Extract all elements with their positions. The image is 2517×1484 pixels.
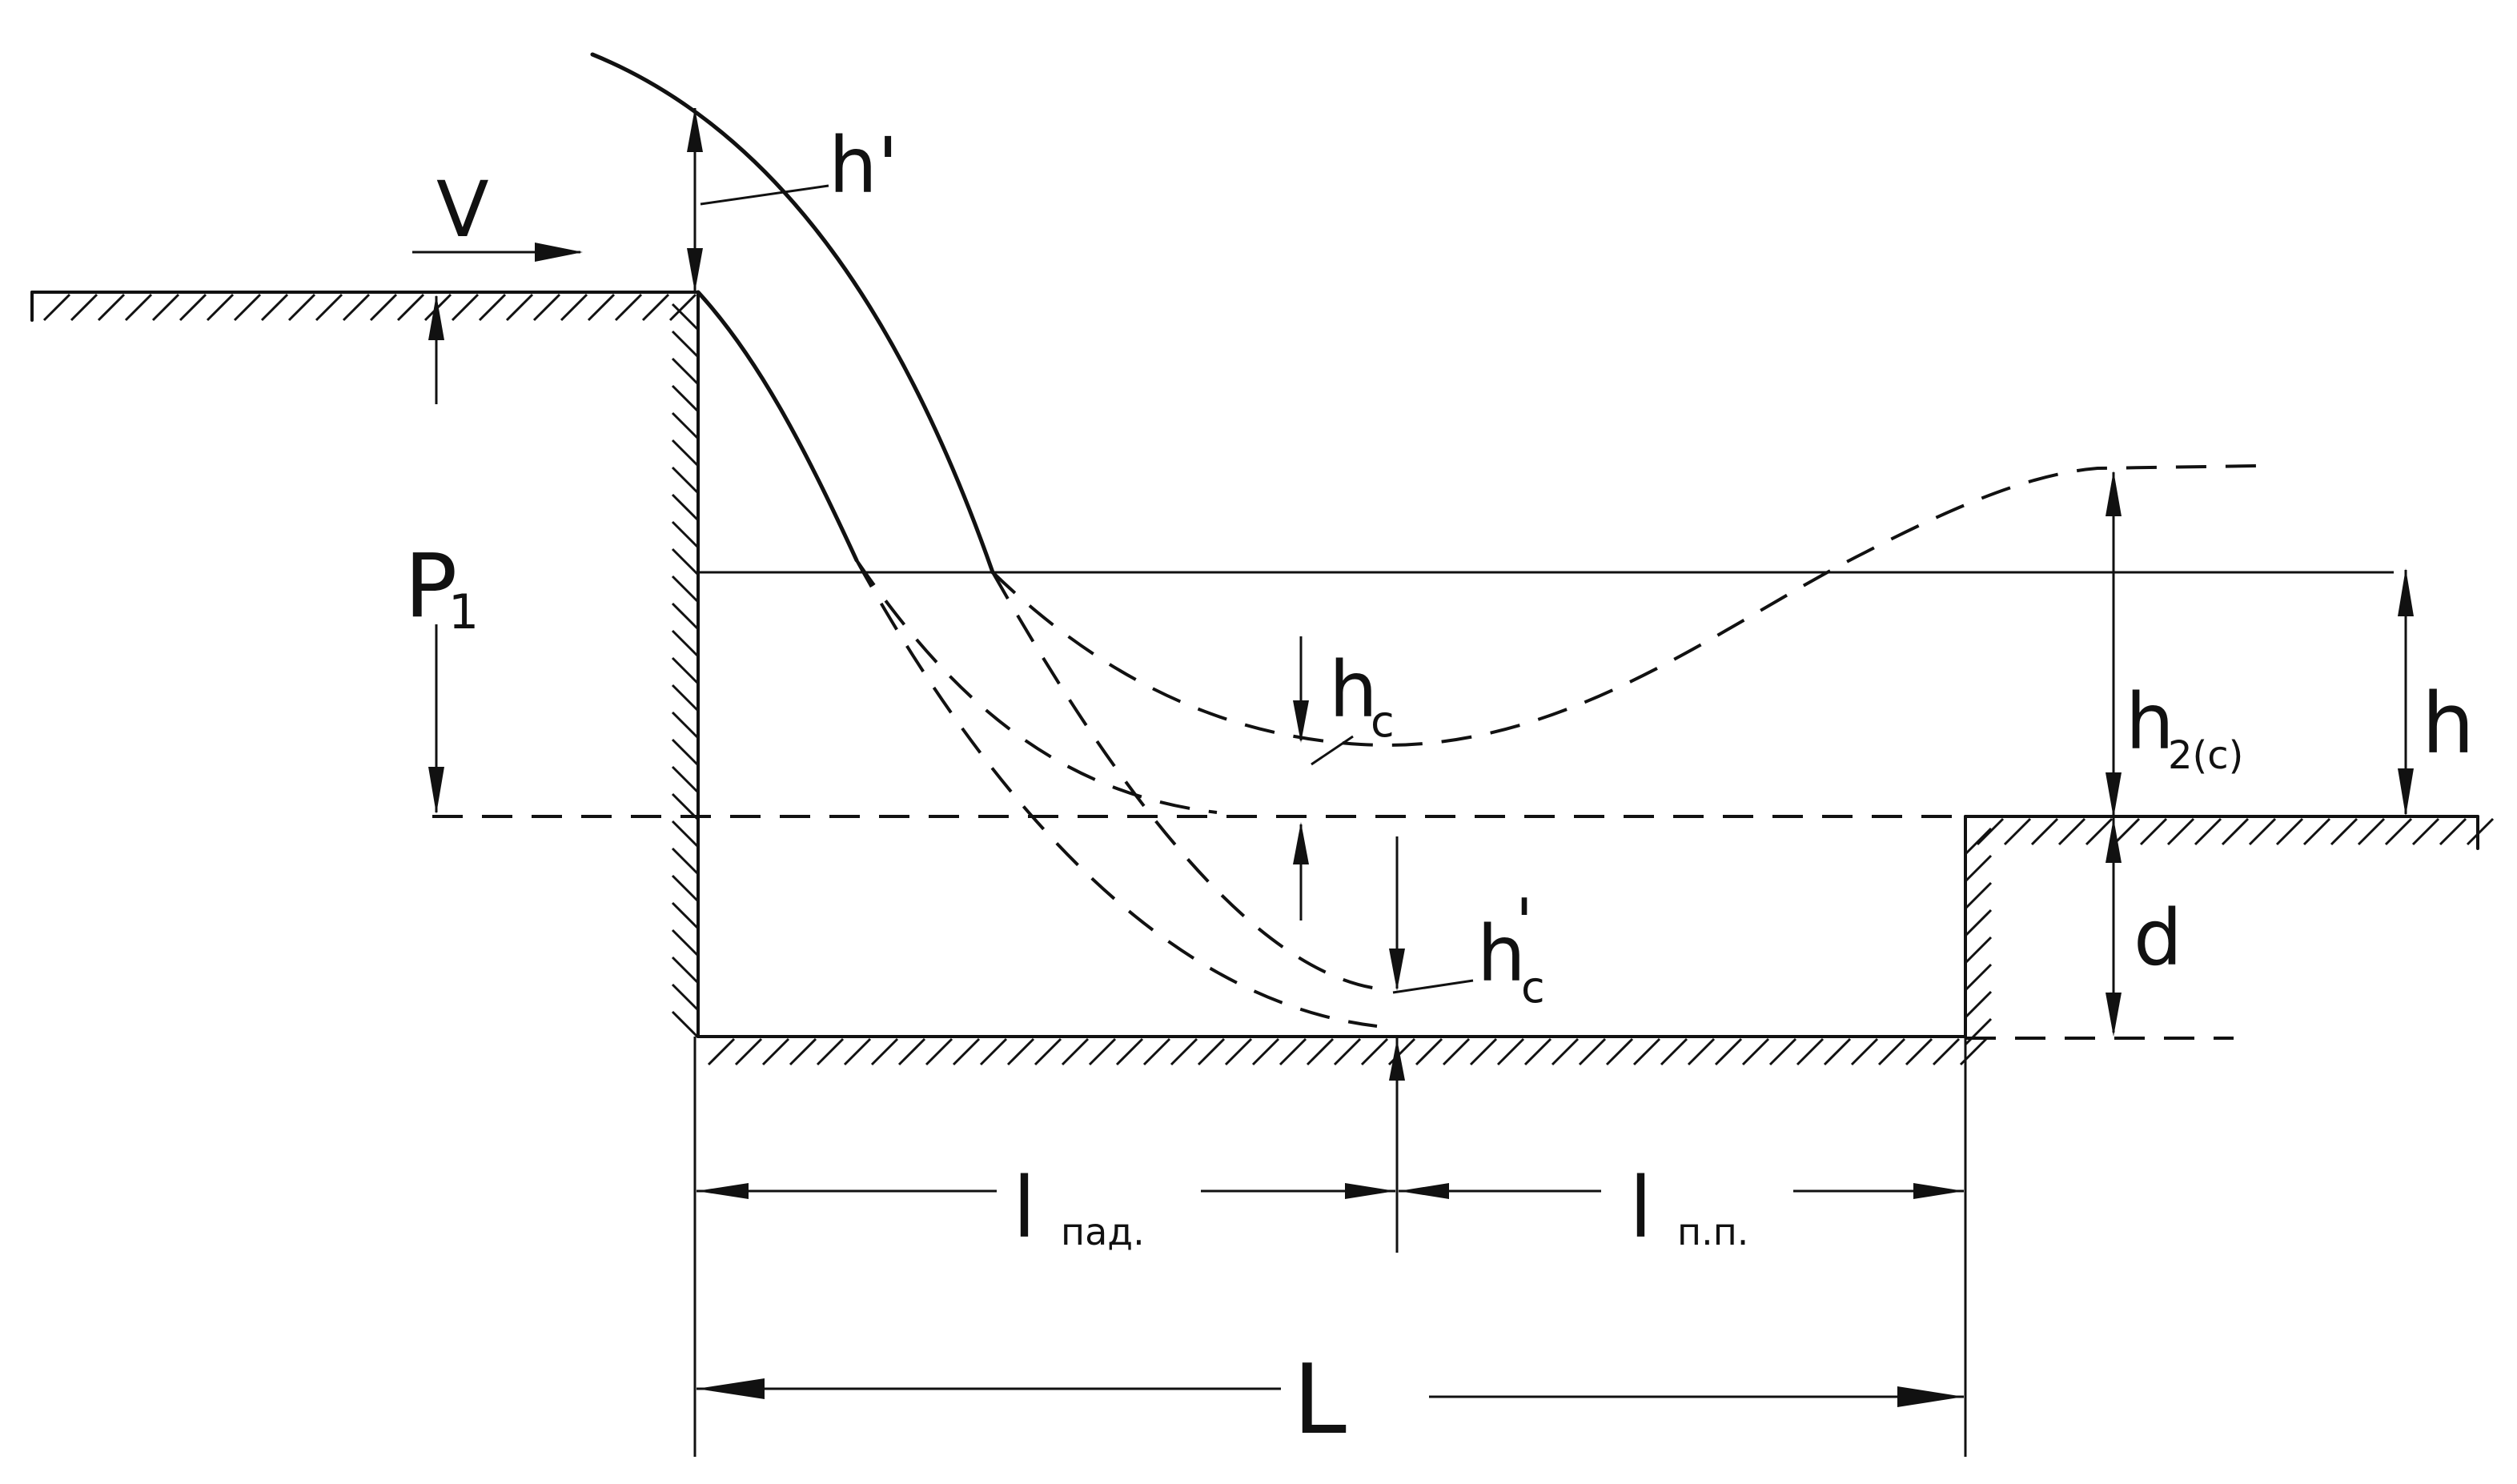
svg-text:h: h — [1477, 909, 1526, 999]
nappe-upper-surface — [590, 52, 995, 575]
velocity-label: V — [436, 165, 489, 255]
contracted-depth-label: h c — [1329, 645, 1395, 747]
dashed-surface-curve — [991, 464, 2258, 747]
total-length-label: L — [1293, 1345, 1347, 1456]
dashed-lower-curve-a — [855, 559, 1218, 814]
contracted-depth2-label: h ' c — [1477, 885, 1545, 1013]
total-length-dimension — [696, 1378, 1964, 1407]
jet-thickness-label: h' — [829, 121, 898, 211]
conjugate-depth-label: h 2(c) — [2126, 677, 2243, 778]
conjugate-depth-dimension — [2106, 471, 2122, 1037]
end-sill — [1964, 815, 2495, 1046]
contracted-depth2-dimension — [1389, 836, 1474, 1249]
svg-text:h: h — [1329, 645, 1378, 735]
svg-text:P: P — [404, 535, 457, 637]
svg-text:c: c — [1371, 696, 1395, 747]
jump-length-dimension — [1399, 1183, 1964, 1199]
tailwater-depth-label: h — [2422, 675, 2475, 772]
drop-height-label: P 1 — [404, 535, 479, 640]
dashed-lower-curve-b — [991, 572, 1378, 990]
svg-text:1: 1 — [448, 584, 479, 640]
svg-text:l: l — [1629, 1159, 1652, 1257]
nappe-lower-surface — [696, 290, 859, 563]
upstream-ground — [30, 291, 700, 322]
contracted-depth-dimension — [1293, 636, 1354, 920]
svg-text:2(c): 2(c) — [2168, 733, 2243, 778]
svg-text:пад.: пад. — [1061, 1210, 1145, 1253]
velocity-arrow — [412, 243, 583, 262]
tailwater-depth-dimension — [2398, 568, 2414, 816]
svg-text:c: c — [1521, 962, 1545, 1013]
svg-text:': ' — [1515, 885, 1533, 960]
drop-wall — [671, 291, 700, 1039]
basin-floor — [696, 1035, 1988, 1066]
jet-thickness-dimension — [687, 108, 829, 292]
dashed-lower-curve-c — [855, 560, 1378, 1028]
jump-length-label: l п.п. — [1629, 1159, 1748, 1257]
fall-length-dimension — [696, 1183, 1395, 1199]
svg-text:п.п.: п.п. — [1677, 1210, 1748, 1253]
drop-height-dimension — [428, 295, 444, 814]
svg-text:h: h — [2126, 677, 2174, 767]
wall-height-label: d — [2134, 893, 2182, 983]
svg-text:l: l — [1013, 1159, 1036, 1257]
fall-length-label: l пад. — [1013, 1159, 1145, 1257]
